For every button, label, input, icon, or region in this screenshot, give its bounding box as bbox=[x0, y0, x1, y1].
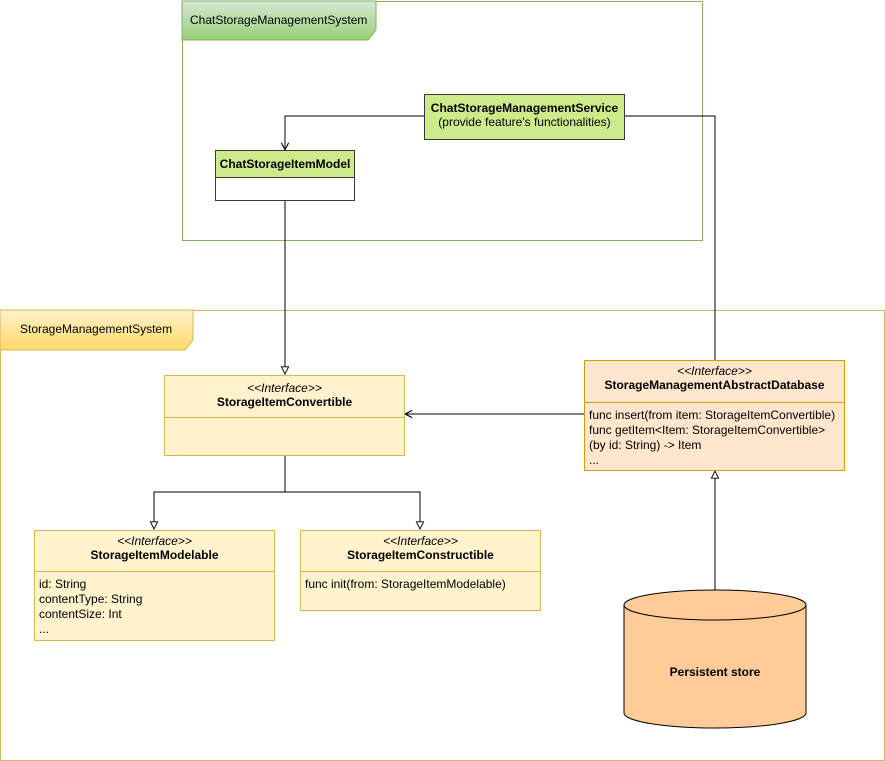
class-member: contentSize: Int bbox=[39, 607, 122, 621]
persistent-store-label: Persistent store bbox=[669, 665, 761, 679]
class-member: ... bbox=[589, 453, 600, 467]
class-member: contentType: String bbox=[39, 592, 143, 606]
class-stereotype: <<Interface>> bbox=[247, 381, 322, 395]
chat-storage-item-model: ChatStorageItemModel bbox=[215, 150, 355, 201]
storage-item-convertible: <<Interface>> StorageItemConvertible bbox=[164, 375, 405, 456]
class-title: ChatStorageManagementService bbox=[430, 101, 619, 115]
class-subtitle: (provide feature's functionalities) bbox=[438, 115, 611, 129]
database-to-service-composition bbox=[616, 113, 716, 360]
storage-management-abstract-database: <<Interface>> StorageManagementAbstractD… bbox=[584, 360, 845, 471]
class-member: func getItem<Item: StorageItemConvertibl… bbox=[589, 423, 826, 437]
class-member: ... bbox=[39, 622, 50, 636]
class-member: id: String bbox=[39, 577, 87, 591]
convertible-to-modelable-arrow bbox=[154, 456, 286, 529]
class-stereotype: <<Interface>> bbox=[383, 534, 458, 548]
class-title: StorageItemConstructible bbox=[347, 548, 494, 562]
storage-package-label: StorageManagementSystem bbox=[20, 322, 173, 336]
chat-storage-management-service: ChatStorageManagementService (provide fe… bbox=[424, 94, 625, 140]
class-member: func insert(from item: StorageItemConver… bbox=[589, 408, 836, 422]
service-to-model-arrow bbox=[285, 115, 424, 150]
class-member: (by id: String) -> Item bbox=[589, 438, 702, 452]
class-stereotype: <<Interface>> bbox=[117, 534, 192, 548]
class-title: StorageItemModelable bbox=[90, 548, 219, 562]
class-title: StorageManagementAbstractDatabase bbox=[604, 378, 825, 392]
persistent-store-cylinder bbox=[623, 589, 807, 729]
storage-item-modelable: <<Interface>> StorageItemModelable id: S… bbox=[34, 530, 275, 641]
convertible-to-constructible-arrow bbox=[285, 491, 420, 529]
chat-package-tab bbox=[181, 0, 377, 41]
chat-package-label: ChatStorageManagementSystem bbox=[190, 13, 368, 27]
storage-package-tab bbox=[0, 309, 194, 351]
class-title: StorageItemConvertible bbox=[216, 395, 353, 409]
class-member: func init(from: StorageItemModelable) bbox=[305, 577, 506, 591]
class-title: ChatStorageItemModel bbox=[216, 151, 354, 178]
class-stereotype: <<Interface>> bbox=[677, 364, 752, 378]
storage-item-constructible: <<Interface>> StorageItemConstructible f… bbox=[300, 530, 541, 611]
chat-storage-package bbox=[182, 1, 703, 241]
